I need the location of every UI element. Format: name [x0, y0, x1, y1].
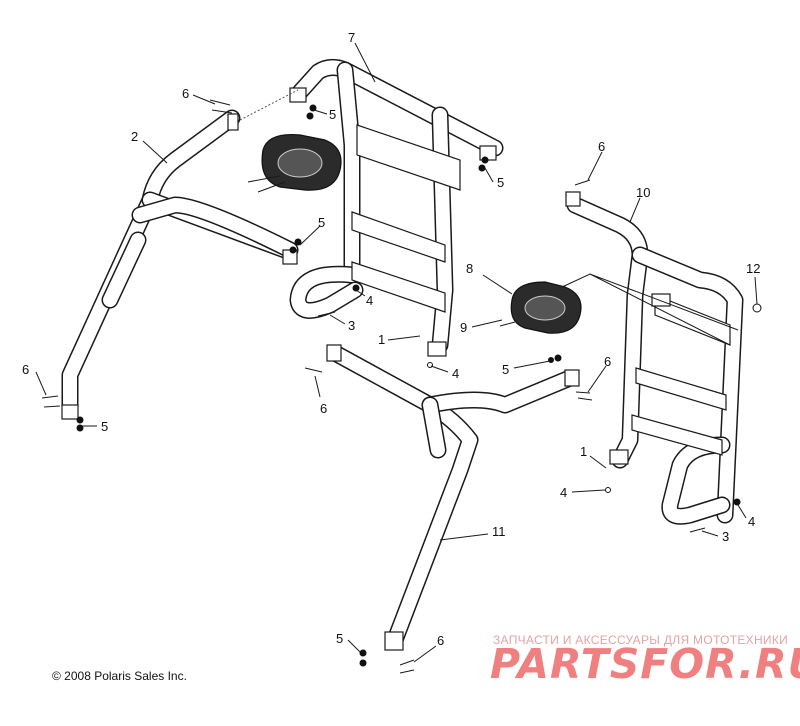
callout-6: 6: [22, 362, 29, 377]
callout-2: 2: [131, 129, 138, 144]
callout-6: 6: [604, 354, 611, 369]
callout-7: 7: [348, 30, 355, 45]
callout-11: 11: [492, 524, 506, 539]
callout-12: 12: [746, 261, 760, 276]
leader-lines: [35, 42, 758, 663]
front-cage-section-2: [61, 109, 299, 420]
callout-4: 4: [748, 514, 755, 529]
callout-6: 6: [182, 86, 189, 101]
callout-3: 3: [348, 318, 355, 333]
callout-4: 4: [366, 293, 373, 308]
watermark-tagline: ЗАПЧАСТИ И АКСЕССУАРЫ ДЛЯ МОТОТЕХНИКИ: [493, 633, 789, 647]
copyright-text: © 2008 Polaris Sales Inc.: [52, 669, 187, 683]
main-cross-bar-11: [326, 344, 580, 651]
mirror-pod-left: [247, 133, 342, 193]
callout-1: 1: [580, 444, 587, 459]
callout-3: 3: [722, 529, 729, 544]
rear-cage-section-7: [289, 58, 504, 357]
callout-4: 4: [452, 366, 459, 381]
mirror-pod-right: [510, 281, 582, 334]
side-cage-section-10: [559, 191, 744, 525]
callout-6: 6: [598, 139, 605, 154]
callout-5: 5: [336, 631, 343, 646]
callout-9: 9: [460, 320, 467, 335]
callout-5: 5: [101, 419, 108, 434]
callout-5: 5: [329, 107, 336, 122]
callout-6: 6: [437, 633, 444, 648]
callout-8: 8: [466, 261, 473, 276]
callout-4: 4: [560, 485, 567, 500]
callout-5: 5: [502, 362, 509, 377]
callout-6: 6: [320, 401, 327, 416]
callout-1: 1: [378, 332, 385, 347]
callout-5: 5: [497, 175, 504, 190]
callout-labels: 2 7 6 5 5 6 5 10 12 8 9 4 3 1 4 6 6 5 5 …: [22, 30, 760, 648]
callout-5: 5: [318, 215, 325, 230]
watermark-logo: PARTSFOR.RU: [490, 640, 800, 688]
fasteners: [41, 99, 762, 674]
callout-10: 10: [636, 185, 650, 200]
alignment-dashed-line: [239, 89, 299, 121]
